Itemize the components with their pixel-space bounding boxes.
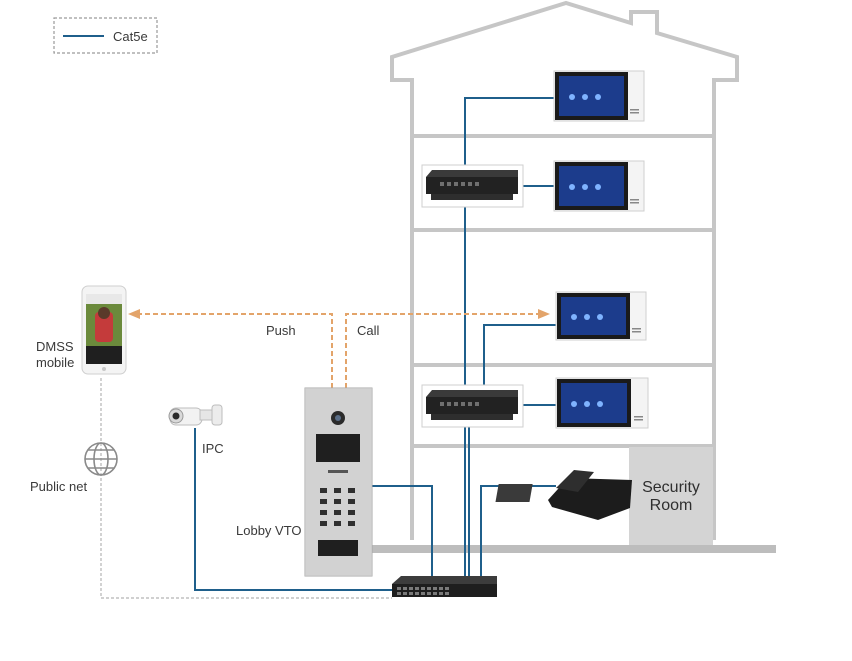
public-net-line [100, 378, 392, 599]
door-station-icon [304, 387, 373, 577]
monitor-icon-1 [553, 70, 645, 122]
ground-line [370, 545, 776, 553]
lobby-vto-label: Lobby VTO [236, 523, 302, 538]
monitor-icon-2 [553, 160, 645, 212]
phone-icon [81, 285, 127, 375]
camera-icon [168, 404, 223, 426]
monitor-icon-3 [555, 291, 647, 341]
call-arrowhead [538, 309, 550, 319]
push-arrowhead [128, 309, 140, 319]
main-switch-icon [392, 576, 497, 597]
globe-icon [84, 442, 118, 476]
monitor-icon-4 [555, 377, 649, 429]
call-push-lines [138, 313, 540, 388]
floor-switch-lower-icon [421, 384, 524, 428]
legend-label: Cat5e [113, 29, 148, 44]
building [390, 0, 739, 540]
ipc-label: IPC [202, 441, 224, 456]
public-net-label: Public net [30, 479, 87, 494]
security-room [629, 447, 713, 546]
legend: Cat5e [53, 17, 158, 54]
call-label: Call [357, 323, 380, 338]
dmss-label-2: mobile [36, 355, 74, 370]
security-room-label-2: Room [650, 497, 693, 514]
dmss-label-1: DMSS [36, 339, 74, 354]
desk-phone-icon [495, 470, 632, 520]
push-label: Push [266, 323, 296, 338]
security-room-label-1: Security [642, 479, 700, 496]
floor-switch-upper-icon [421, 164, 524, 208]
